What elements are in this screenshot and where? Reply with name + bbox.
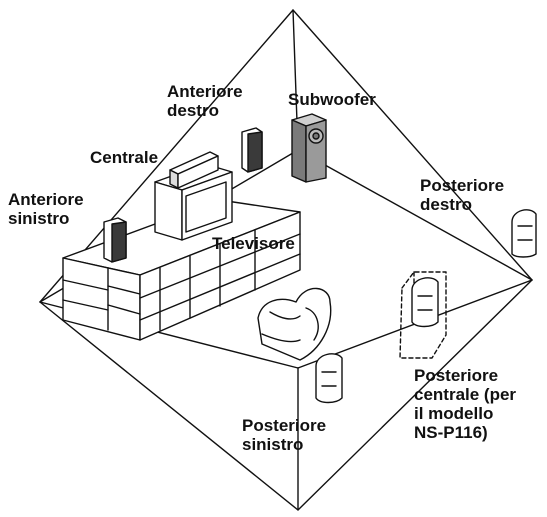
rear-center-label: Posteriore centrale (per il modello NS-P… [414, 366, 516, 442]
front-right-label-line-2: destro [167, 101, 219, 120]
rear-center-label-line-2: centrale (per [414, 385, 517, 404]
armchair [257, 287, 332, 361]
tv-label: Televisore [212, 234, 295, 253]
rear-left-label: Posteriore sinistro [242, 416, 326, 454]
rear-center-label-line-3: il modello [414, 404, 494, 423]
center-speaker [169, 151, 219, 189]
front-left-label: Anteriore sinistro [8, 190, 84, 228]
subwoofer-label: Subwoofer [288, 90, 376, 109]
center-label: Centrale [90, 148, 159, 167]
rear-right-speaker [511, 209, 537, 258]
rear-left-label-line-1: Posteriore [242, 416, 327, 435]
front-left-label-line-2: sinistro [8, 209, 70, 228]
front-right-label-line-1: Anteriore [167, 82, 243, 101]
front-right-label: Anteriore destro [167, 82, 243, 120]
rear-center-label-line-4: NS-P116) [414, 423, 488, 442]
rear-left-label-line-2: sinistro [242, 435, 304, 454]
rear-center-speaker [411, 277, 439, 328]
rear-right-label-line-2: destro [420, 195, 472, 214]
rear-left-speaker [315, 353, 343, 404]
rear-right-label-line-1: Posteriore [420, 176, 505, 195]
front-left-speaker [103, 217, 127, 263]
subwoofer [291, 113, 327, 183]
television [154, 163, 233, 241]
rear-right-label: Posteriore destro [420, 176, 504, 214]
front-left-label-line-1: Anteriore [8, 190, 84, 209]
rear-center-label-line-1: Posteriore [414, 366, 499, 385]
front-right-speaker [241, 127, 263, 173]
